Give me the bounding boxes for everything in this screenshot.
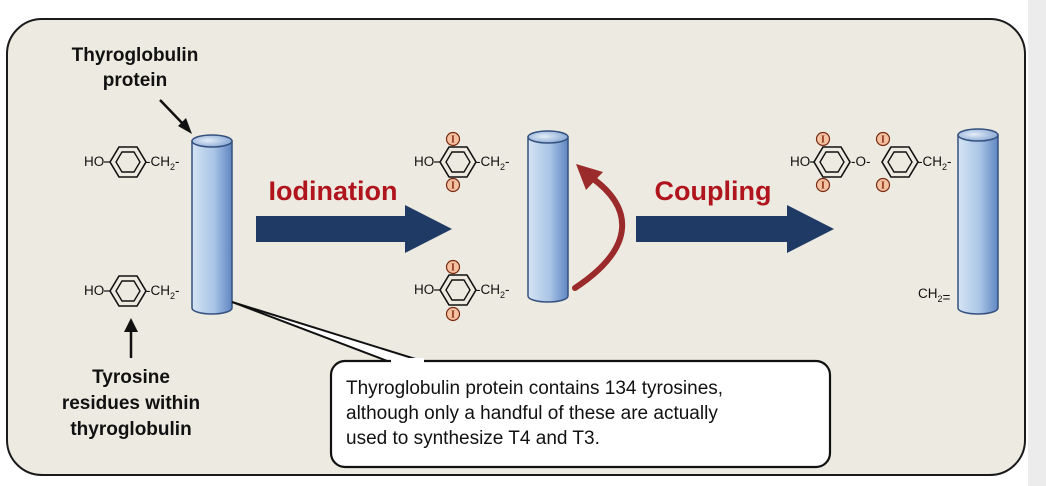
callout-line1: Thyroglobulin protein contains 134 tyros… [346, 378, 723, 399]
ho-label: HO [790, 154, 810, 169]
cylinder-3 [957, 128, 999, 315]
svg-text:I: I [881, 135, 885, 146]
coupled-product: HO -O- -CH2- I I I I [790, 131, 952, 193]
tyrosine-pointer-arrow [124, 318, 138, 358]
iodination-label: Iodination [269, 176, 398, 206]
protein-label-line1: Thyroglobulin [72, 45, 199, 66]
ho-label: HO [414, 154, 434, 169]
protein-label-line2: protein [103, 70, 167, 91]
callout-pointer [231, 301, 426, 363]
protein-pointer-arrow [159, 99, 192, 134]
ho-label: HO [414, 282, 434, 297]
iodine-atom: I [445, 259, 461, 275]
iodinated-tyrosine-top: HO -CH2- I I [414, 131, 510, 193]
ch2-label: -CH2- [146, 154, 180, 172]
callout-box [329, 359, 832, 469]
svg-text:I: I [821, 181, 825, 192]
curved-arrow-head [576, 164, 603, 190]
ether-link-label: -O- [851, 154, 871, 169]
ch2-label: -CH2- [918, 154, 952, 172]
svg-text:I: I [821, 135, 825, 146]
iodinated-tyrosine-bottom: HO -CH2- I I [414, 259, 510, 322]
window-edge [1028, 0, 1046, 486]
svg-text:I: I [451, 181, 455, 192]
iodine-atom: I [875, 177, 891, 193]
iodine-atom: I [445, 306, 461, 322]
tyrosine-residue-top: HO -CH2- [84, 146, 180, 178]
ch2-label: -CH2- [476, 282, 510, 300]
iodine-atom: I [445, 131, 461, 147]
tyrosine-label-line3: thyroglobulin [70, 419, 191, 440]
iodination-arrow [256, 205, 452, 253]
callout-line3: used to synthesize T4 and T3. [346, 428, 600, 449]
iodine-atom: I [815, 177, 831, 193]
callout-line2: although only a handful of these are act… [346, 403, 718, 424]
dehydroalanine-label: CH2-= [918, 286, 951, 305]
svg-text:I: I [451, 310, 455, 321]
tyrosine-label-line1: Tyrosine [92, 367, 170, 388]
svg-text:I: I [451, 263, 455, 274]
iodine-atom: I [875, 131, 891, 147]
ho-label: HO [84, 154, 104, 169]
tyrosine-label-line2: residues within [62, 393, 200, 414]
svg-text:I: I [881, 181, 885, 192]
cylinder-2 [527, 130, 569, 303]
ch2-label: -CH2- [476, 154, 510, 172]
iodine-atom: I [445, 177, 461, 193]
ho-label: HO [84, 283, 104, 298]
cylinder-1 [191, 134, 233, 315]
iodine-atom: I [815, 131, 831, 147]
curved-coupling-arrow [572, 175, 626, 291]
svg-text:I: I [451, 135, 455, 146]
tyrosine-residue-bottom: HO -CH2- [84, 275, 180, 307]
ch2-label: -CH2- [146, 283, 180, 301]
coupling-arrow [636, 205, 834, 253]
coupling-label: Coupling [655, 176, 772, 206]
